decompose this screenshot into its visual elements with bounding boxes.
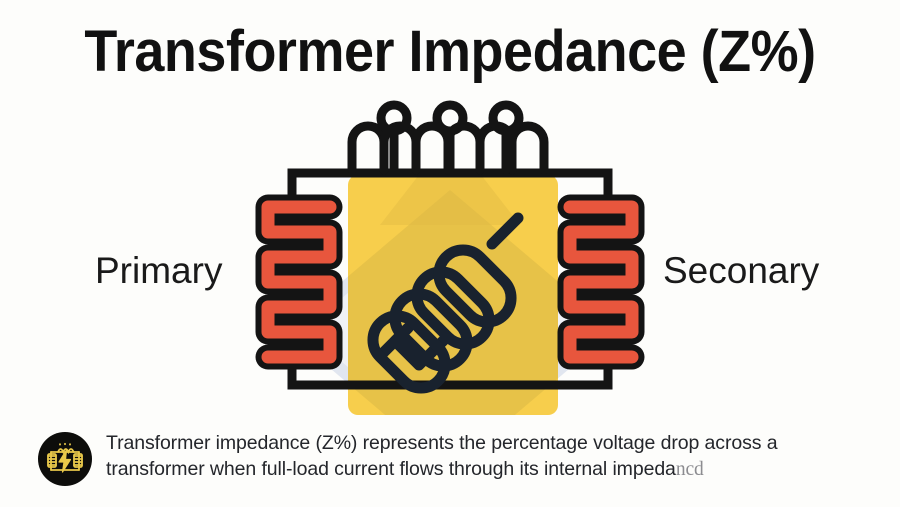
transformer-bolt-badge-icon: [38, 432, 92, 486]
secondary-winding-coil: [557, 194, 645, 370]
winding-head-circles: [376, 100, 524, 175]
impedance-inductor-symbol: [367, 212, 524, 394]
caption-text-tail: ncd: [675, 459, 704, 480]
primary-winding-coil: [255, 194, 343, 370]
caption-text-main: Transformer impedance (Z%) represents th…: [106, 432, 778, 480]
core-shadow-diamond: [348, 175, 558, 415]
caption-row: Transformer impedance (Z%) represents th…: [38, 430, 878, 486]
secondary-label: Seconary: [663, 250, 820, 291]
primary-label: Primary: [95, 250, 223, 291]
transformer-diagram: [0, 95, 900, 415]
page-title: Transformer Impedance (Z%): [84, 19, 816, 84]
transformer-diagram-svg: [255, 100, 645, 415]
caption-text: Transformer impedance (Z%) represents th…: [106, 430, 878, 483]
